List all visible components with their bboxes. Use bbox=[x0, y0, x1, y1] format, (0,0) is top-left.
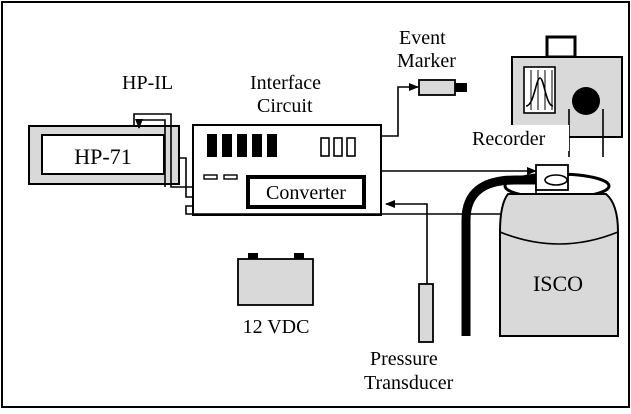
switch-slot bbox=[346, 137, 356, 157]
interface-circuit: Interface Circuit Converter bbox=[192, 72, 382, 216]
event-marker-body bbox=[418, 79, 456, 96]
battery-label: 12 VDC bbox=[243, 316, 310, 338]
event-marker: Event Marker bbox=[381, 27, 467, 137]
battery-terminal bbox=[248, 253, 258, 259]
battery-body bbox=[237, 258, 314, 306]
hp71-computer: HP-71 bbox=[28, 125, 180, 185]
event-label-line2: Marker bbox=[397, 50, 456, 72]
pressure-label-line2: Transducer bbox=[364, 372, 454, 394]
converter-label: Converter bbox=[266, 182, 346, 204]
interface-label-line2: Circuit bbox=[257, 95, 313, 117]
battery: 12 VDC bbox=[237, 253, 314, 338]
transducer-wire bbox=[385, 200, 428, 284]
interface-label-line1: Interface bbox=[250, 72, 321, 94]
display-block bbox=[252, 134, 262, 157]
isco-body bbox=[499, 193, 619, 337]
display-block bbox=[267, 134, 277, 157]
recorder-label-backdrop bbox=[466, 125, 569, 151]
hp71-label: HP-71 bbox=[74, 144, 131, 169]
isco-sensor-ring bbox=[544, 174, 568, 186]
pressure-transducer: Pressure Transducer bbox=[364, 200, 454, 394]
pressure-label-line1: Pressure bbox=[370, 348, 438, 370]
hpil-label: HP-IL bbox=[122, 72, 173, 94]
recorder-chart-window bbox=[523, 66, 556, 114]
display-block bbox=[222, 134, 232, 157]
hpil-inner-wire bbox=[135, 119, 166, 187]
isco-shoulder-line bbox=[499, 231, 619, 245]
event-marker-plug bbox=[455, 83, 467, 92]
converter-box bbox=[246, 175, 366, 209]
recorder-knob bbox=[572, 87, 600, 115]
indicator-bar bbox=[223, 174, 238, 180]
recorder-trace bbox=[525, 77, 554, 107]
switch-slot bbox=[320, 137, 330, 157]
recorder-label: Recorder bbox=[472, 128, 546, 150]
battery-terminal bbox=[294, 253, 304, 259]
isco-label: ISCO bbox=[533, 271, 583, 296]
switch-slot bbox=[333, 137, 343, 157]
event-marker-wire bbox=[381, 83, 419, 137]
hp71-screen bbox=[41, 134, 165, 175]
display-block bbox=[237, 134, 247, 157]
isco-sampler: ISCO bbox=[461, 164, 619, 337]
transducer-body bbox=[418, 283, 434, 343]
indicator-bar bbox=[203, 174, 218, 180]
display-block bbox=[207, 134, 217, 157]
recorder bbox=[511, 35, 623, 157]
event-label-line1: Event bbox=[399, 27, 446, 49]
